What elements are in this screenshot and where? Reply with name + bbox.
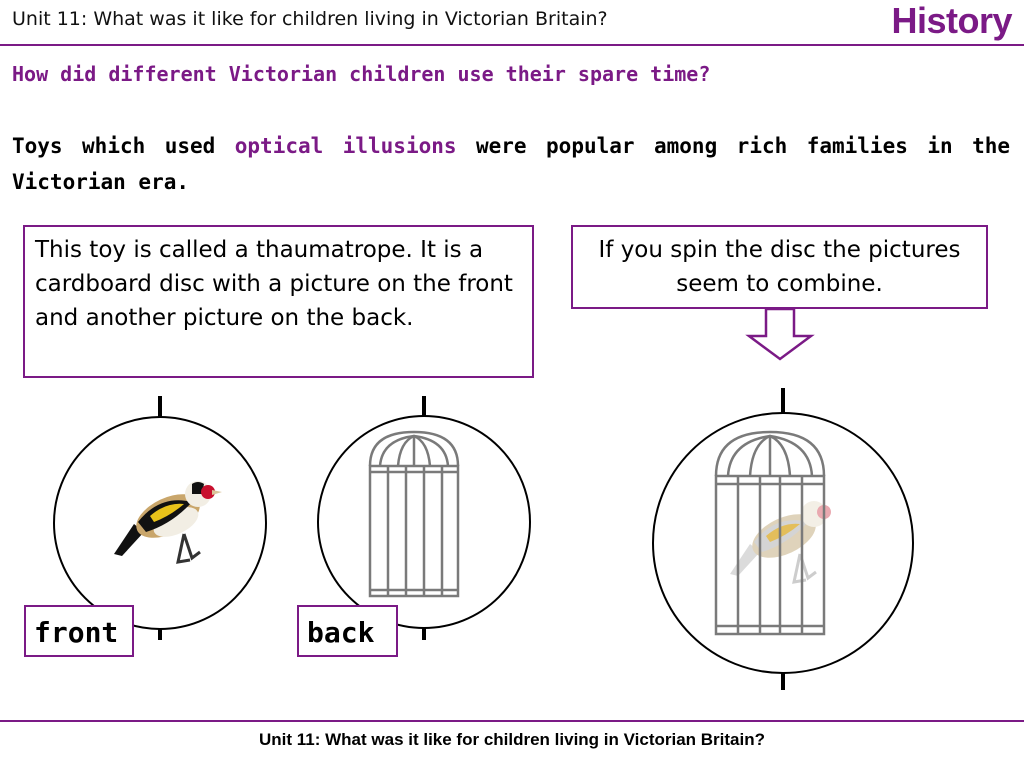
back-disc bbox=[317, 396, 531, 640]
front-disc bbox=[53, 396, 267, 640]
intro-highlight: optical illusions bbox=[234, 134, 457, 158]
section-question: How did different Victorian children use… bbox=[12, 62, 711, 86]
intro-text-end: were popular among rich families in the … bbox=[12, 134, 1011, 194]
header-title: Unit 11: What was it like for children l… bbox=[12, 8, 608, 30]
footer-title: Unit 11: What was it like for children l… bbox=[259, 730, 765, 749]
front-label: front bbox=[24, 605, 134, 657]
spin-explanation-box: If you spin the disc the pictures seem t… bbox=[571, 225, 988, 309]
intro-text-start: Toys which used bbox=[12, 134, 235, 158]
subject-title: History bbox=[891, 0, 1012, 41]
birdcage-icon bbox=[368, 430, 460, 598]
footer-divider bbox=[0, 720, 1024, 722]
header-divider bbox=[0, 44, 1024, 46]
thaumatrope-description-box: This toy is called a thaumatrope. It is … bbox=[23, 225, 534, 378]
combined-disc bbox=[652, 388, 914, 690]
back-label: back bbox=[297, 605, 398, 657]
goldfinch-bird-icon bbox=[114, 481, 222, 564]
intro-paragraph: Toys which used optical illusions were p… bbox=[12, 128, 1010, 200]
down-arrow-icon bbox=[745, 307, 815, 361]
birdcage-icon bbox=[714, 430, 826, 636]
